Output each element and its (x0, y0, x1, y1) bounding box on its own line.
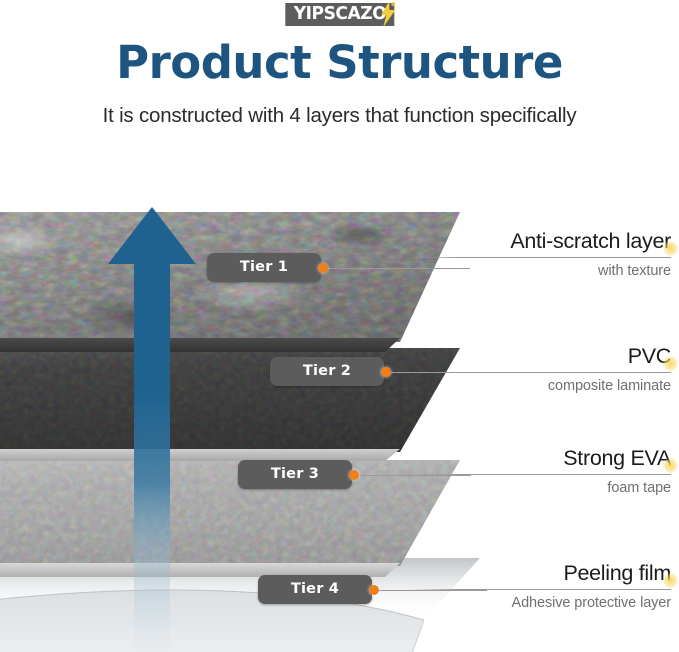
layer-label-4: Peeling film Adhesive protective layer (409, 561, 678, 611)
tier-badge-3[interactable]: Tier 3 (238, 460, 352, 489)
layer-slab-3 (0, 460, 460, 577)
glow-dot-icon (663, 240, 678, 256)
connector-dot-2 (381, 367, 391, 377)
layer-label-2-title: PVC (627, 344, 678, 371)
foam-grain-texture (0, 460, 460, 566)
brand-logo-text: YIPSCAZO (293, 3, 386, 24)
page-title: Product Structure (116, 36, 563, 89)
layer-label-3-text: Strong EVA (563, 446, 671, 470)
page-subtitle: It is constructed with 4 layers that fun… (102, 104, 577, 127)
layer-label-1-text: Anti-scratch layer (510, 229, 671, 253)
layer-slab-2-face (0, 348, 460, 452)
layer-label-1-subtitle: with texture (598, 262, 671, 279)
layer-label-4-text: Peeling film (563, 561, 671, 585)
tier-badge-4[interactable]: Tier 4 (258, 575, 372, 604)
layer-label-1-title: Anti-scratch layer (510, 229, 678, 256)
layer-label-3: Strong EVA foam tape (409, 446, 678, 496)
connector-line-3 (359, 475, 471, 476)
layer-label-3-subtitle: foam tape (607, 479, 671, 496)
connector-dot-1 (318, 263, 328, 273)
layer-slab-1-edge (0, 338, 400, 352)
layer-label-4-rule (409, 588, 671, 590)
charcoal-grain-texture (0, 348, 460, 452)
tier-badge-2[interactable]: Tier 2 (270, 357, 384, 386)
layer-label-2-rule (409, 371, 671, 373)
layer-slab-3-face (0, 460, 460, 566)
glow-dot-icon (663, 457, 678, 473)
connector-dot-4 (369, 585, 379, 595)
glow-dot-icon (663, 572, 678, 588)
layer-slab-2-edge (0, 449, 400, 461)
layer-label-4-title: Peeling film (563, 561, 678, 588)
layer-label-2: PVC composite laminate (409, 344, 678, 394)
layer-label-1: Anti-scratch layer with texture (409, 229, 678, 279)
connector-line-4 (379, 590, 487, 591)
layer-label-2-subtitle: composite laminate (547, 377, 671, 394)
layer-label-1-rule (409, 256, 671, 258)
connector-line-1 (328, 268, 470, 269)
layer-label-2-text: PVC (627, 344, 672, 368)
layer-slab-3-edge (0, 563, 400, 577)
brand-logo: YIPSCAZO (284, 1, 396, 27)
layer-stack-diagram: Tier 1 Tier 2 Tier 3 Tier 4 (0, 150, 679, 652)
connector-dot-3 (349, 470, 359, 480)
layer-label-3-title: Strong EVA (563, 446, 678, 473)
layer-slab-2 (0, 348, 460, 461)
layer-label-3-rule (409, 473, 671, 475)
layer-label-4-subtitle: Adhesive protective layer (511, 594, 672, 611)
glow-dot-icon (663, 355, 678, 371)
tier-badge-1[interactable]: Tier 1 (207, 253, 321, 282)
